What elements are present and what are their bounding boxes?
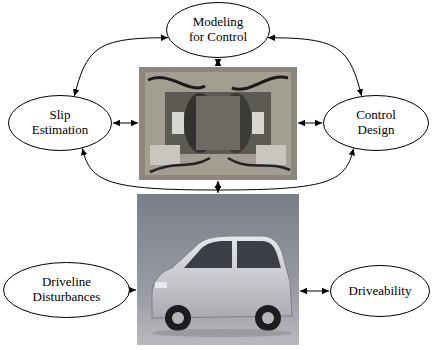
test-rig-photo [139, 67, 297, 180]
ellipse-shape [9, 96, 112, 151]
connector-arrow [74, 38, 168, 96]
connector-layer [74, 38, 361, 190]
ellipse-shape [4, 263, 130, 318]
rig-car-arrow [218, 181, 219, 193]
ellipse-node: Control Design [323, 95, 429, 151]
rig-arrow [218, 59, 219, 66]
car-arrow [300, 291, 329, 292]
ellipse-node: Modeling for Control [166, 2, 270, 58]
rig-arrow [298, 123, 322, 124]
ellipse-node: Driveline Disturbances [3, 262, 130, 318]
rig-arrow [113, 123, 138, 124]
node-label: Driveline Disturbances [26, 275, 108, 305]
connector-arrow [268, 38, 362, 96]
node-label: Slip Estimation [27, 108, 93, 138]
ellipse-shape [324, 96, 429, 151]
ellipse-node: Driveability [330, 265, 430, 317]
ellipse-shape [331, 266, 430, 317]
car-photo [137, 194, 299, 345]
node-label: Driveability [349, 284, 412, 299]
node-label: Modeling for Control [185, 15, 251, 45]
ellipse-shape [167, 3, 270, 58]
picture-arrows [113, 59, 329, 291]
node-label: Control Design [343, 108, 409, 138]
ellipse-node: Slip Estimation [8, 95, 112, 151]
connector-arrow [82, 148, 353, 190]
